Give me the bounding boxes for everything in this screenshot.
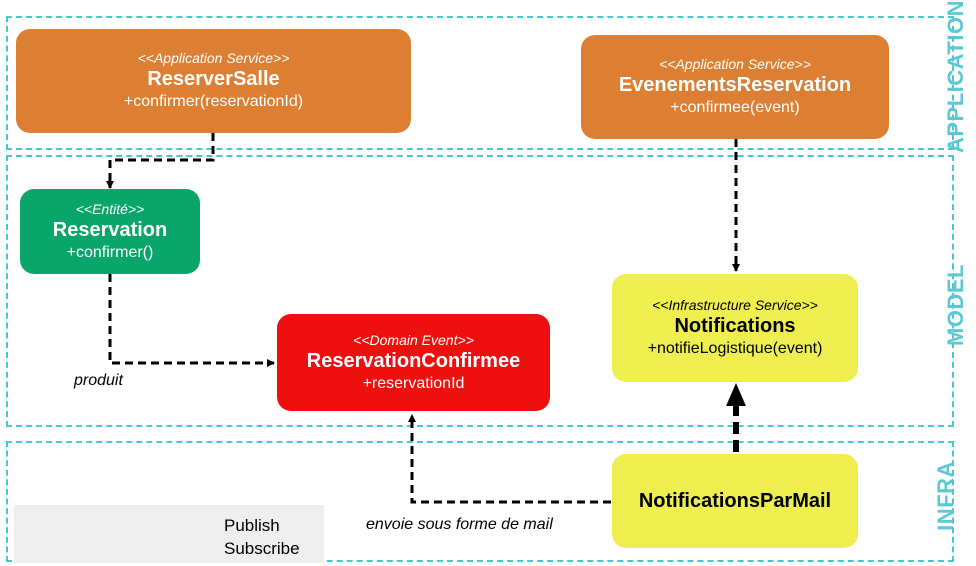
connector-mail-event	[408, 414, 611, 504]
class-name: NotificationsParMail	[638, 490, 832, 512]
notifications-par-mail-box[interactable]: NotificationsParMail	[612, 454, 858, 548]
operation: +confirmee(event)	[670, 99, 800, 116]
legend: Publish Subscribe	[14, 505, 324, 563]
envoie-note: envoie sous forme de mail	[366, 516, 553, 533]
operation: +reservationId	[362, 374, 465, 392]
application-layer	[6, 16, 954, 150]
stereotype: <<Application Service>>	[137, 50, 290, 66]
reserver-salle-box[interactable]: <<Application Service>> ReserverSalle +c…	[16, 29, 411, 133]
operation: +confirmer()	[66, 243, 154, 261]
stereotype: <<Domain Event>>	[353, 331, 474, 348]
legend-subscribe-label: Subscribe	[224, 539, 300, 558]
reservation-confirmee-box[interactable]: <<Domain Event>> ReservationConfirmee +r…	[277, 314, 550, 411]
class-name: ReservationConfirmee	[306, 349, 521, 372]
operation: +confirmer(reservationId)	[123, 93, 304, 110]
connector-reservation-event	[108, 274, 275, 367]
connector-reserversalle-reservation	[106, 133, 215, 189]
reservation-box[interactable]: <<Entité>> Reservation +confirmer()	[20, 189, 200, 274]
operation: +notifieLogistique(event)	[647, 340, 823, 357]
produit-note: produit	[74, 372, 123, 389]
stereotype: <<Application Service>>	[659, 56, 811, 72]
stereotype: <<Infrastructure Service>>	[652, 297, 818, 313]
legend-publish-label: Publish	[224, 516, 280, 535]
class-name: EvenementsReservation	[618, 74, 852, 96]
infra-layer	[6, 441, 954, 562]
stereotype: <<Entité>>	[75, 200, 145, 217]
model-layer	[6, 155, 954, 427]
class-name: Reservation	[52, 218, 168, 241]
realization-arrowhead	[726, 383, 746, 406]
notifications-box[interactable]: <<Infrastructure Service>> Notifications…	[612, 274, 858, 382]
class-name: Notifications	[674, 315, 796, 337]
evenements-reservation-box[interactable]: <<Application Service>> EvenementsReserv…	[581, 35, 889, 139]
class-name: ReserverSalle	[147, 68, 280, 90]
